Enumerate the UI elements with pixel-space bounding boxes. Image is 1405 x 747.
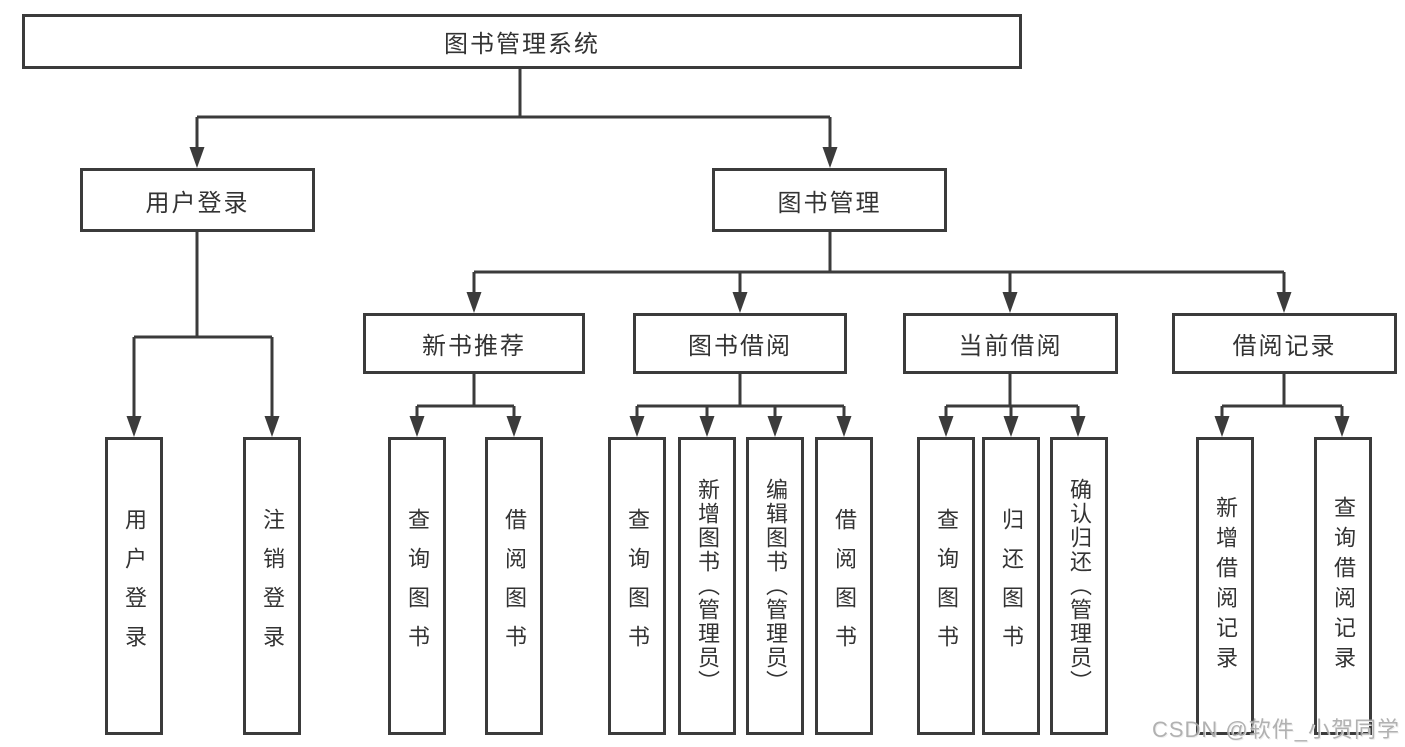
watermark: CSDN @软件_小贺同学 [1151, 717, 1400, 742]
node-user-login: 用户登录 [80, 168, 315, 232]
node-label: 查询图书 [405, 508, 430, 664]
node-label: 确认归还（管理员） [1067, 478, 1092, 694]
arrowheads [126, 147, 1350, 437]
node-return-books: 归还图书 [982, 437, 1040, 735]
node-edit-books-admin: 编辑图书（管理员） [746, 437, 804, 735]
node-label: 新增借阅记录 [1213, 496, 1238, 676]
node-label: 借阅图书 [502, 508, 527, 664]
node-add-borrow-record: 新增借阅记录 [1196, 437, 1254, 735]
node-label: 图书管理系统 [444, 31, 600, 58]
node-query-books: 查询图书 [608, 437, 666, 735]
node-book-management: 图书管理 [712, 168, 947, 232]
node-current-borrow: 当前借阅 [903, 313, 1118, 374]
node-query-books: 查询图书 [388, 437, 446, 735]
node-logout-login: 注销登录 [243, 437, 301, 735]
node-label: 归还图书 [999, 508, 1024, 664]
node-label: 借阅图书 [832, 508, 857, 664]
node-borrow-records: 借阅记录 [1172, 313, 1397, 374]
node-label: 查询借阅记录 [1331, 496, 1356, 676]
node-borrow-books: 借阅图书 [815, 437, 873, 735]
node-query-borrow-record: 查询借阅记录 [1314, 437, 1372, 735]
node-new-book-recommend: 新书推荐 [363, 313, 585, 374]
node-label: 查询图书 [625, 508, 650, 664]
node-label: 注销登录 [260, 508, 285, 664]
node-label: 查询图书 [934, 508, 959, 664]
node-label: 新增图书（管理员） [695, 478, 720, 694]
node-label: 新书推荐 [422, 333, 526, 360]
node-query-books: 查询图书 [917, 437, 975, 735]
node-book-management-system: 图书管理系统 [22, 14, 1022, 69]
node-label: 用户登录 [122, 508, 147, 664]
node-label: 借阅记录 [1232, 333, 1337, 360]
node-label: 图书管理 [777, 189, 882, 217]
node-label: 用户登录 [145, 189, 250, 217]
node-user-login-leaf: 用户登录 [105, 437, 163, 735]
node-confirm-return-admin: 确认归还（管理员） [1050, 437, 1108, 735]
node-borrow-books: 借阅图书 [485, 437, 543, 735]
node-label: 当前借阅 [958, 333, 1063, 360]
node-label: 图书借阅 [688, 333, 792, 360]
node-book-borrow: 图书借阅 [633, 313, 847, 374]
node-add-books-admin: 新增图书（管理员） [678, 437, 736, 735]
node-label: 编辑图书（管理员） [763, 478, 788, 694]
